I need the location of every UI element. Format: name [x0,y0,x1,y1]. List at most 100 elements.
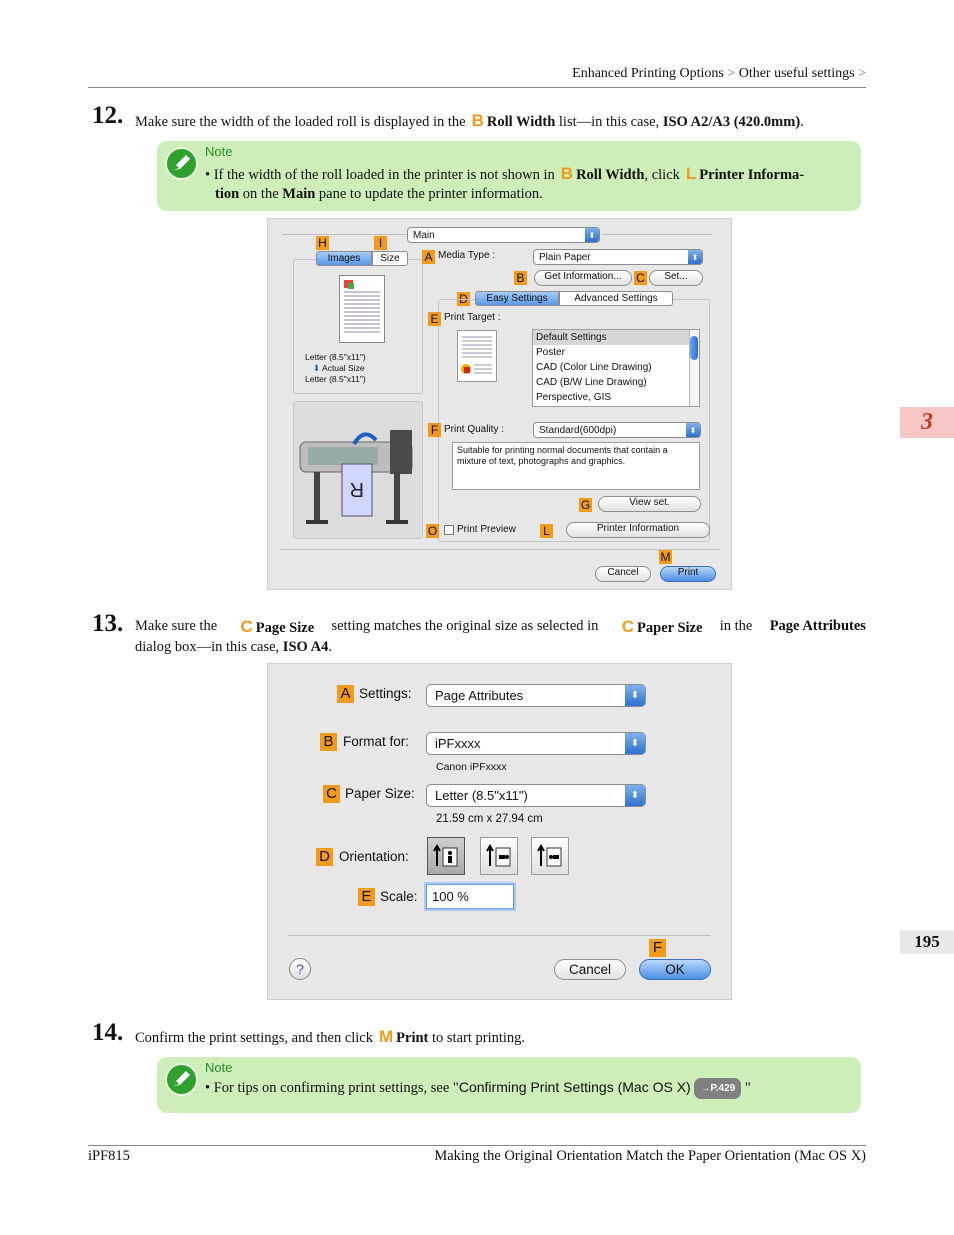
callout-e: E [358,888,375,906]
step-bold: ISO A4 [282,639,329,655]
header-separator-end: > [858,66,866,81]
format-subtext: Canon iPFxxxx [436,761,507,773]
callout-b: B [320,733,337,751]
reverse-landscape-orientation-icon[interactable] [531,837,569,875]
quality-description: Suitable for printing normal documents t… [452,442,700,490]
divider [280,549,720,550]
print-button[interactable]: Print [660,566,716,582]
callout-f: F [649,939,666,957]
svg-text:R: R [350,478,364,500]
step-bold: Page Size [255,620,315,636]
callout-a: A [422,250,435,264]
set-button[interactable]: Set... [649,270,703,286]
landscape-orientation-icon[interactable] [480,837,518,875]
get-information-button[interactable]: Get Information... [534,270,632,286]
callout-c: C [634,271,647,285]
cross-reference-link[interactable]: Confirming Print Settings (Mac OS X) [458,1079,691,1095]
list-item[interactable]: Perspective, GIS [536,392,612,403]
list-item[interactable]: CAD (Color Line Drawing) [536,362,652,373]
scroll-thumb[interactable] [690,336,698,360]
tab-images[interactable]: Images [316,251,372,266]
print-preview-checkbox[interactable] [444,525,454,535]
callout-a: A [337,685,354,703]
ok-button[interactable]: OK [639,959,711,980]
step-bold: Print [396,1030,429,1046]
scale-input[interactable]: 100 % [426,884,514,909]
divider [288,935,711,936]
step-text-part: to start printing. [432,1030,526,1046]
media-type-popup[interactable]: Plain Paper⬍ [533,249,703,265]
tab-size[interactable]: Size [372,251,408,266]
print-quality-popup[interactable]: Standard(600dpi)⬍ [533,422,701,438]
callout-badge: L [685,164,697,183]
step-bold: Page Attributes [769,618,866,634]
note-box: Note • If the width of the roll loaded i… [157,141,861,211]
panel-popup[interactable]: Main ⬍ [407,227,600,243]
callout-badge: B [560,164,574,183]
tab-easy-settings[interactable]: Easy Settings [475,291,559,306]
tab-advanced-settings[interactable]: Advanced Settings [559,291,673,306]
printer-image-panel: R [293,401,423,539]
list-item[interactable]: Poster [536,347,565,358]
chevron-updown-icon: ⬍ [625,785,645,806]
settings-popup[interactable]: Page Attributes⬍ [426,684,646,707]
step-bold: Paper Size [637,620,703,636]
arrow-down-icon: ⬇ [313,363,321,373]
print-quality-value: Standard(600dpi) [539,425,617,436]
page-reference-badge[interactable]: →P.429 [694,1078,742,1100]
step-bold: ISO A2/A3 (420.0mm) [662,114,801,130]
callout-g: G [579,498,592,512]
note-box: Note • For tips on confirming print sett… [157,1057,861,1113]
callout-badge: C [621,617,635,636]
list-item[interactable]: Default Settings [533,330,699,345]
step-text-part: setting matches the original size as sel… [331,618,599,634]
footer-title: Making the Original Orientation Match th… [434,1148,866,1164]
footer-model: iPF815 [88,1148,130,1164]
portrait-orientation-icon[interactable] [427,837,465,875]
divider [602,234,712,235]
print-quality-label: Print Quality : [444,424,505,435]
print-target-list[interactable]: Default Settings Poster CAD (Color Line … [532,329,700,407]
callout-b: B [514,271,527,285]
step-number: 14. [92,1019,124,1046]
orientation-label: Orientation: [339,849,409,864]
cancel-button[interactable]: Cancel [554,959,626,980]
bullet: • [205,1080,211,1096]
note-text: • For tips on confirming print settings,… [205,1078,855,1100]
size-info-output: Letter (8.5"x11") [305,374,366,384]
header-subsection: Other useful settings [738,66,855,81]
scale-label: Scale: [380,889,418,904]
cancel-button[interactable]: Cancel [595,566,651,582]
format-value: iPFxxxx [435,736,481,751]
printer-information-button[interactable]: Printer Information [566,522,710,538]
media-type-value: Plain Paper [539,252,591,263]
list-item[interactable]: CAD (B/W Line Drawing) [536,377,647,388]
pencil-icon [165,147,198,180]
pencil-icon [165,1063,198,1096]
bullet: • [205,167,211,183]
size-info: Letter (8.5"x11") ⬇ Actual Size Letter (… [305,352,366,385]
callout-m: M [659,550,672,564]
paper-size-popup[interactable]: Letter (8.5"x11")⬍ [426,784,646,807]
chevron-updown-icon: ⬍ [585,228,599,242]
header-section: Enhanced Printing Options [572,66,724,81]
format-label: Format for: [343,734,410,749]
note-text-part: For tips on confirming print settings, s… [213,1080,459,1096]
callout-badge: B [471,111,484,130]
panel-popup-value: Main [413,230,435,241]
scrollbar[interactable] [689,330,699,406]
print-preview-label: Print Preview [457,524,516,535]
view-set-button[interactable]: View set. [598,496,701,512]
step-number: 13. [92,610,124,637]
step-text-part: list—in this case, [558,114,660,130]
note-label: Note [205,1060,233,1075]
chapter-tab[interactable]: 3 [900,407,954,438]
callout-l: L [540,524,553,538]
format-popup[interactable]: iPFxxxx⬍ [426,732,646,755]
settings-value: Page Attributes [435,688,524,703]
note-text-part: , click [644,167,680,183]
note-bold: Printer Informa- [699,167,805,183]
callout-badge: C [240,617,253,636]
callout-e: E [428,312,441,326]
help-button[interactable]: ? [289,958,311,980]
